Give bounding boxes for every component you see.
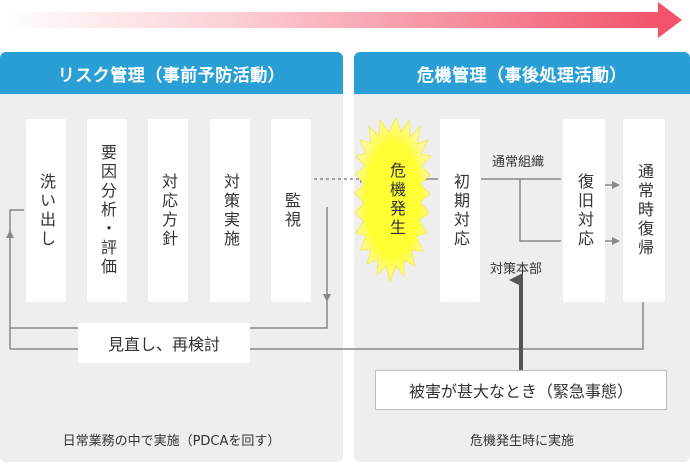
step-identify-label: 洗い出し — [37, 172, 56, 249]
normal-organization-label: 通常組織 — [492, 155, 545, 170]
return-to-normal-label: 通常時復帰 — [635, 163, 654, 258]
return-to-normal: 通常時復帰 — [623, 119, 665, 302]
crisis-footer: 危機発生時に実施 — [469, 434, 574, 449]
initial-response-label: 初期対応 — [451, 172, 470, 249]
step-analysis: 要因分析・評価 — [87, 119, 127, 302]
initial-response: 初期対応 — [440, 119, 480, 302]
step-implement: 対策実施 — [210, 119, 250, 302]
emergency-trigger: 被害が甚大なとき（緊急事態） — [375, 370, 667, 410]
step-policy-label: 対応方針 — [159, 172, 178, 249]
step-implement-label: 対策実施 — [221, 172, 240, 249]
step-policy: 対応方針 — [148, 119, 188, 302]
recovery-response: 復旧対応 — [563, 119, 605, 302]
step-monitor: 監視 — [271, 119, 311, 302]
crisis-occurrence: 危機発生 — [374, 140, 418, 260]
task-force-label: 対策本部 — [490, 262, 543, 277]
risk-footer: 日常業務の中で実施（PDCAを回す） — [62, 434, 281, 449]
review-label: 見直し、再検討 — [78, 323, 250, 363]
step-identify: 洗い出し — [26, 119, 66, 302]
step-monitor-label: 監視 — [282, 191, 301, 230]
step-analysis-label: 要因分析・評価 — [98, 144, 117, 277]
crisis-occurrence-label: 危機発生 — [387, 162, 406, 238]
risk-management-title: リスク管理（事前予防活動） — [0, 52, 343, 94]
crisis-management-title: 危機管理（事後処理活動） — [354, 52, 690, 94]
recovery-response-label: 復旧対応 — [575, 172, 594, 249]
